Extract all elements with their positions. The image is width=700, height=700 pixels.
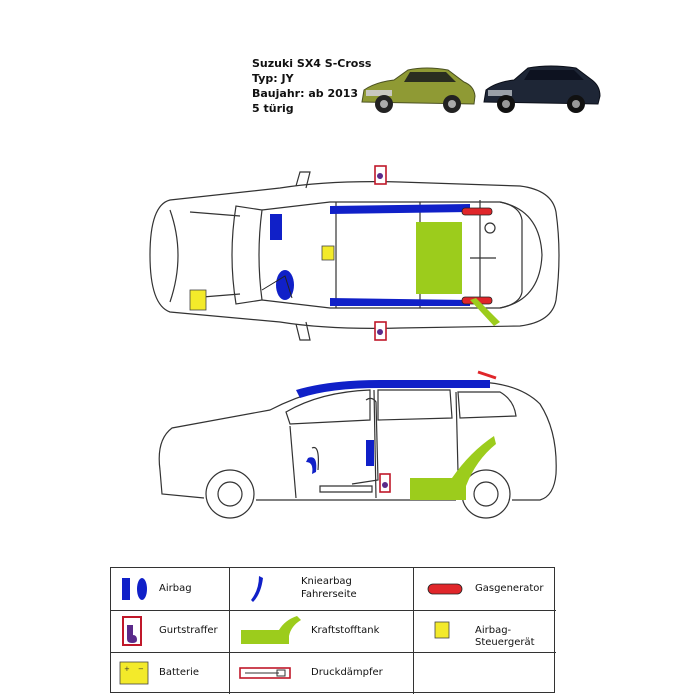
battery-top: [189, 289, 207, 311]
legend-airbag: Airbag: [111, 568, 229, 610]
car-photo-green: [361, 67, 476, 113]
knee-airbag-icon: [251, 576, 263, 602]
passenger-airbag-top: [270, 214, 282, 240]
svg-text:−: −: [138, 665, 144, 673]
curtain-airbag-side: [296, 380, 490, 398]
legend-gas-generator-label: Gasgenerator: [475, 583, 544, 594]
vehicle-year: Baujahr: ab 2013: [252, 87, 359, 100]
legend-empty-cell: [413, 652, 556, 694]
vehicle-info: Suzuki SX4 S-Cross Typ: JY Baujahr: ab 2…: [252, 56, 371, 116]
legend: Airbag Kniearbag Fahrerseite Gasgenerato…: [110, 567, 556, 694]
legend-battery-label: Batterie: [159, 667, 200, 678]
curtain-airbag-top-lower: [330, 298, 470, 306]
seat-airbag-side: [366, 440, 374, 466]
legend-belt-tensioner-label: Gurtstraffer: [159, 625, 218, 636]
fuel-tank-icon: [241, 616, 301, 644]
gas-generator-top-upper: [461, 207, 493, 216]
fuel-tank-top: [416, 222, 462, 294]
vehicle-type: Typ: JY: [252, 72, 294, 85]
legend-knee-airbag: Kniearbag Fahrerseite: [229, 568, 413, 610]
legend-fuel-tank: Kraftstofftank: [229, 610, 413, 652]
vehicle-model: Suzuki SX4 S-Cross: [252, 57, 372, 70]
svg-text:+: +: [124, 665, 130, 673]
control-unit-icon: [434, 621, 450, 639]
legend-knee-airbag-label-2: Fahrerseite: [301, 589, 357, 600]
control-unit-top: [321, 245, 335, 261]
legend-battery: + − Batterie: [111, 652, 229, 694]
gas-generator-icon: [427, 583, 463, 595]
legend-airbag-control-unit-label: Airbag-Steuergerät: [475, 625, 535, 648]
fuel-tank-side: [410, 436, 496, 500]
top-view-outline: [149, 171, 560, 341]
battery-icon: + −: [119, 661, 149, 685]
airbag-icon: [122, 578, 147, 600]
legend-airbag-label: Airbag: [159, 583, 192, 594]
legend-belt-tensioner: Gurtstraffer: [111, 610, 229, 652]
legend-pressure-damper-label: Druckdämpfer: [311, 667, 383, 678]
curtain-airbag-top-upper: [330, 204, 470, 214]
legend-knee-airbag-label-1: Kniearbag: [301, 576, 352, 587]
steering-airbag-top: [276, 270, 294, 300]
belt-tensioner-icon: [122, 616, 142, 646]
fuel-filler-top: [470, 298, 500, 326]
side-view-outline: [158, 381, 557, 519]
car-photo-dark: [483, 65, 601, 113]
legend-pressure-damper: Druckdämpfer: [229, 652, 413, 694]
legend-gas-generator: Gasgenerator: [413, 568, 556, 610]
legend-airbag-control-unit: Airbag-Steuergerät: [413, 610, 556, 652]
rescue-diagram: [149, 165, 560, 519]
legend-fuel-tank-label: Kraftstofftank: [311, 625, 380, 636]
pressure-damper-icon: [239, 667, 291, 679]
vehicle-doors: 5 türig: [252, 102, 294, 115]
knee-airbag-side: [306, 457, 317, 474]
